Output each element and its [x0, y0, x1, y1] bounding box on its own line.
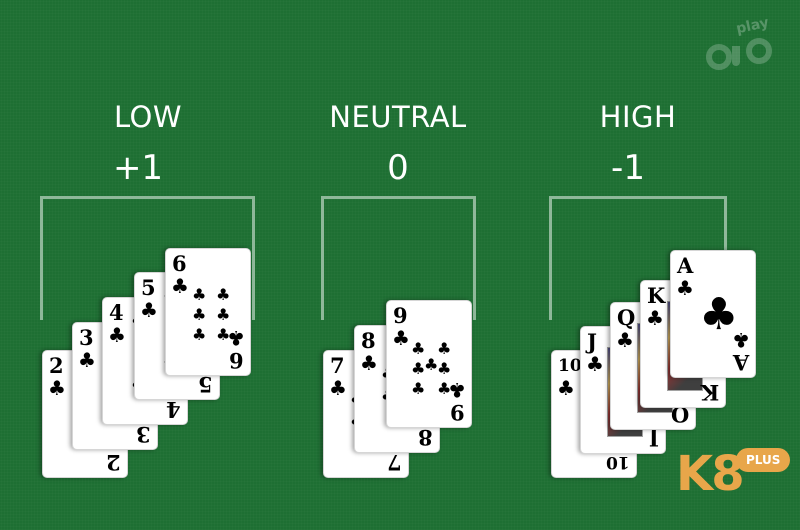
card-rank-inverted: 6	[229, 348, 244, 373]
logo-o-shape	[746, 38, 772, 64]
club-icon: ♣	[108, 323, 126, 347]
k8-plus-badge: PLUS	[736, 448, 791, 472]
card-rank-inverted: 9	[450, 400, 465, 425]
k8-logo-text: K8	[676, 446, 745, 502]
logo-o-shape	[706, 44, 732, 70]
card-rank-inverted: A	[732, 350, 749, 375]
high-group-value: -1	[611, 148, 645, 188]
card-rank: 8	[361, 328, 376, 353]
card-neutral-3: 9 ♣ ♣ ♣ ♣ ♣ ♣ ♣ ♣ ♣ 9	[386, 300, 472, 428]
card-high-5: A ♣ ♣ ♣ A	[670, 250, 756, 378]
card-rank: Q	[617, 305, 636, 330]
club-icon-inverted: ♣	[732, 328, 750, 352]
neutral-group-value: 0	[387, 148, 409, 188]
club-pip-icon: ♣	[192, 305, 207, 324]
card-rank: 3	[79, 325, 94, 350]
card-rank-inverted: 8	[418, 425, 433, 450]
card-rank-inverted: 7	[387, 450, 402, 475]
club-pip-icon: ♣	[192, 285, 207, 304]
club-pip-icon: ♣	[424, 355, 439, 374]
club-icon-inverted: ♣	[448, 378, 466, 402]
card-rank-inverted: J	[649, 426, 659, 451]
card-rank: 6	[172, 251, 187, 276]
card-rank-inverted: 10	[606, 452, 630, 472]
card-rank: J	[587, 329, 597, 354]
playojo-logo: play	[702, 14, 782, 78]
club-icon: ♣	[171, 274, 189, 298]
club-pip-icon: ♣	[216, 325, 231, 344]
neutral-group-bracket	[321, 196, 476, 320]
card-rank-inverted: 2	[106, 450, 121, 475]
card-rank-inverted: 3	[136, 422, 151, 447]
low-group-value: +1	[112, 148, 164, 188]
club-pip-icon: ♣	[437, 359, 452, 378]
high-group-title: HIGH	[599, 100, 677, 134]
club-icon: ♣	[676, 276, 694, 300]
playojo-logo-play: play	[734, 14, 771, 38]
k8-plus-logo: K8 PLUS	[676, 446, 796, 502]
club-icon: ♣	[557, 376, 575, 400]
club-pip-icon: ♣	[411, 379, 426, 398]
card-rank: A	[677, 253, 694, 278]
card-rank: 9	[393, 303, 408, 328]
club-pip-icon: ♣	[411, 339, 426, 358]
club-icon: ♣	[360, 351, 378, 375]
club-pip-icon: ♣	[437, 379, 452, 398]
club-pip-icon: ♣	[216, 285, 231, 304]
club-icon: ♣	[78, 348, 96, 372]
club-icon: ♣	[48, 376, 66, 400]
card-rank: 5	[141, 275, 156, 300]
club-icon: ♣	[616, 328, 634, 352]
club-icon: ♣	[586, 352, 604, 376]
club-icon-inverted: ♣	[227, 326, 245, 350]
card-rank: 4	[109, 300, 124, 325]
card-rank-inverted: K	[700, 380, 719, 405]
low-group-bracket	[40, 196, 255, 320]
card-rank-inverted: 5	[198, 372, 213, 397]
club-pip-icon: ♣	[216, 305, 231, 324]
club-pip-icon: ♣	[411, 359, 426, 378]
low-group-title: LOW	[113, 100, 183, 134]
card-rank: K	[647, 283, 666, 308]
club-icon: ♣	[392, 326, 410, 350]
card-rank: 7	[330, 353, 345, 378]
club-pip-icon: ♣	[437, 339, 452, 358]
card-rank: 2	[49, 353, 64, 378]
card-low-5: 6 ♣ ♣ ♣ ♣ ♣ ♣ ♣ ♣ 6	[165, 248, 251, 376]
club-icon: ♣	[646, 306, 664, 330]
club-icon: ♣	[140, 298, 158, 322]
neutral-group-title: NEUTRAL	[329, 100, 467, 134]
card-rank: 10	[558, 356, 582, 376]
club-pip-icon: ♣	[192, 325, 207, 344]
card-rank-inverted: 4	[166, 397, 181, 422]
logo-j-shape	[732, 46, 740, 66]
club-pip-icon: ♣	[699, 289, 739, 340]
club-icon: ♣	[329, 376, 347, 400]
